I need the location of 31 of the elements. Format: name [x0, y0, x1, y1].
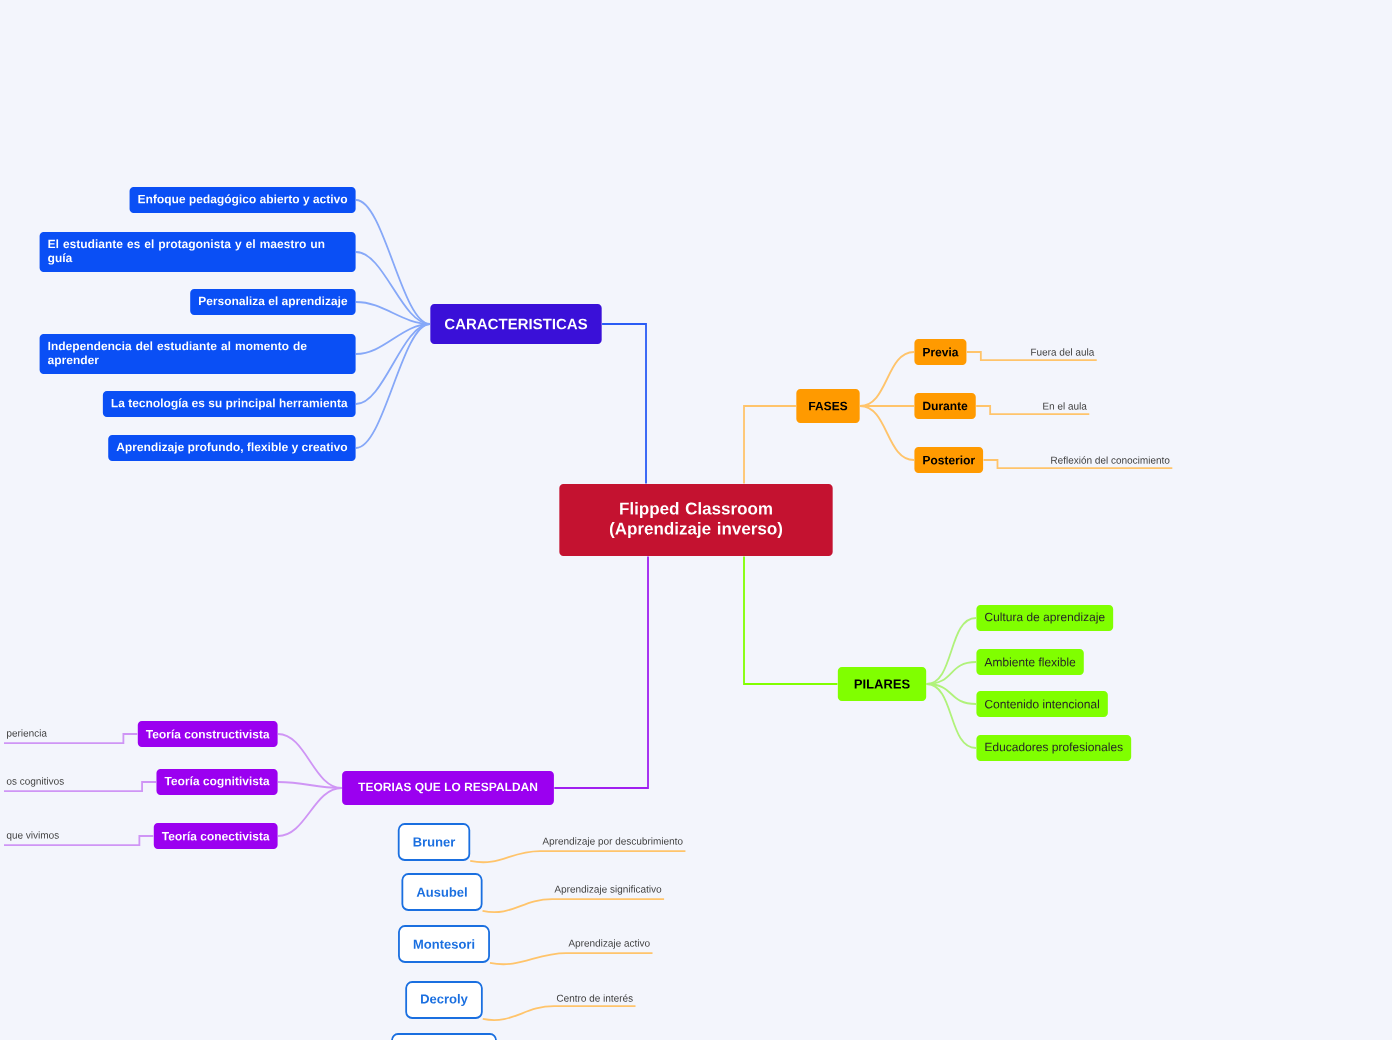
connector-line [743, 405, 797, 485]
connector-line [355, 199, 431, 325]
connector-line [859, 405, 915, 461]
subtopic-box [391, 1033, 497, 1040]
connector-line [355, 301, 431, 325]
connector-line [481, 898, 665, 913]
central-topic-box: Flipped Classroom (Aprendizaje inverso) [559, 484, 833, 556]
connector-line [743, 555, 839, 685]
connector-line [277, 733, 343, 789]
connector-line [355, 323, 431, 355]
connector-line [3, 781, 157, 792]
connector-line [925, 617, 977, 685]
connector-line [355, 323, 431, 405]
connector-line [3, 733, 139, 744]
connector-line [469, 850, 687, 864]
connector-line [277, 781, 343, 789]
connector-line [925, 683, 977, 749]
connector-line [3, 835, 155, 846]
connector-line [965, 351, 1098, 361]
connector-line [925, 683, 977, 705]
connector-line [601, 323, 647, 485]
connector-line [355, 251, 431, 325]
connector-line [277, 787, 343, 837]
connector-line [355, 323, 431, 449]
connector-line [975, 405, 1091, 415]
connector-line [859, 351, 915, 407]
connector-line [859, 405, 915, 407]
connector-line [481, 1005, 637, 1021]
connector-line [982, 459, 1174, 470]
connector-line [489, 952, 654, 966]
connector-line [553, 555, 649, 789]
